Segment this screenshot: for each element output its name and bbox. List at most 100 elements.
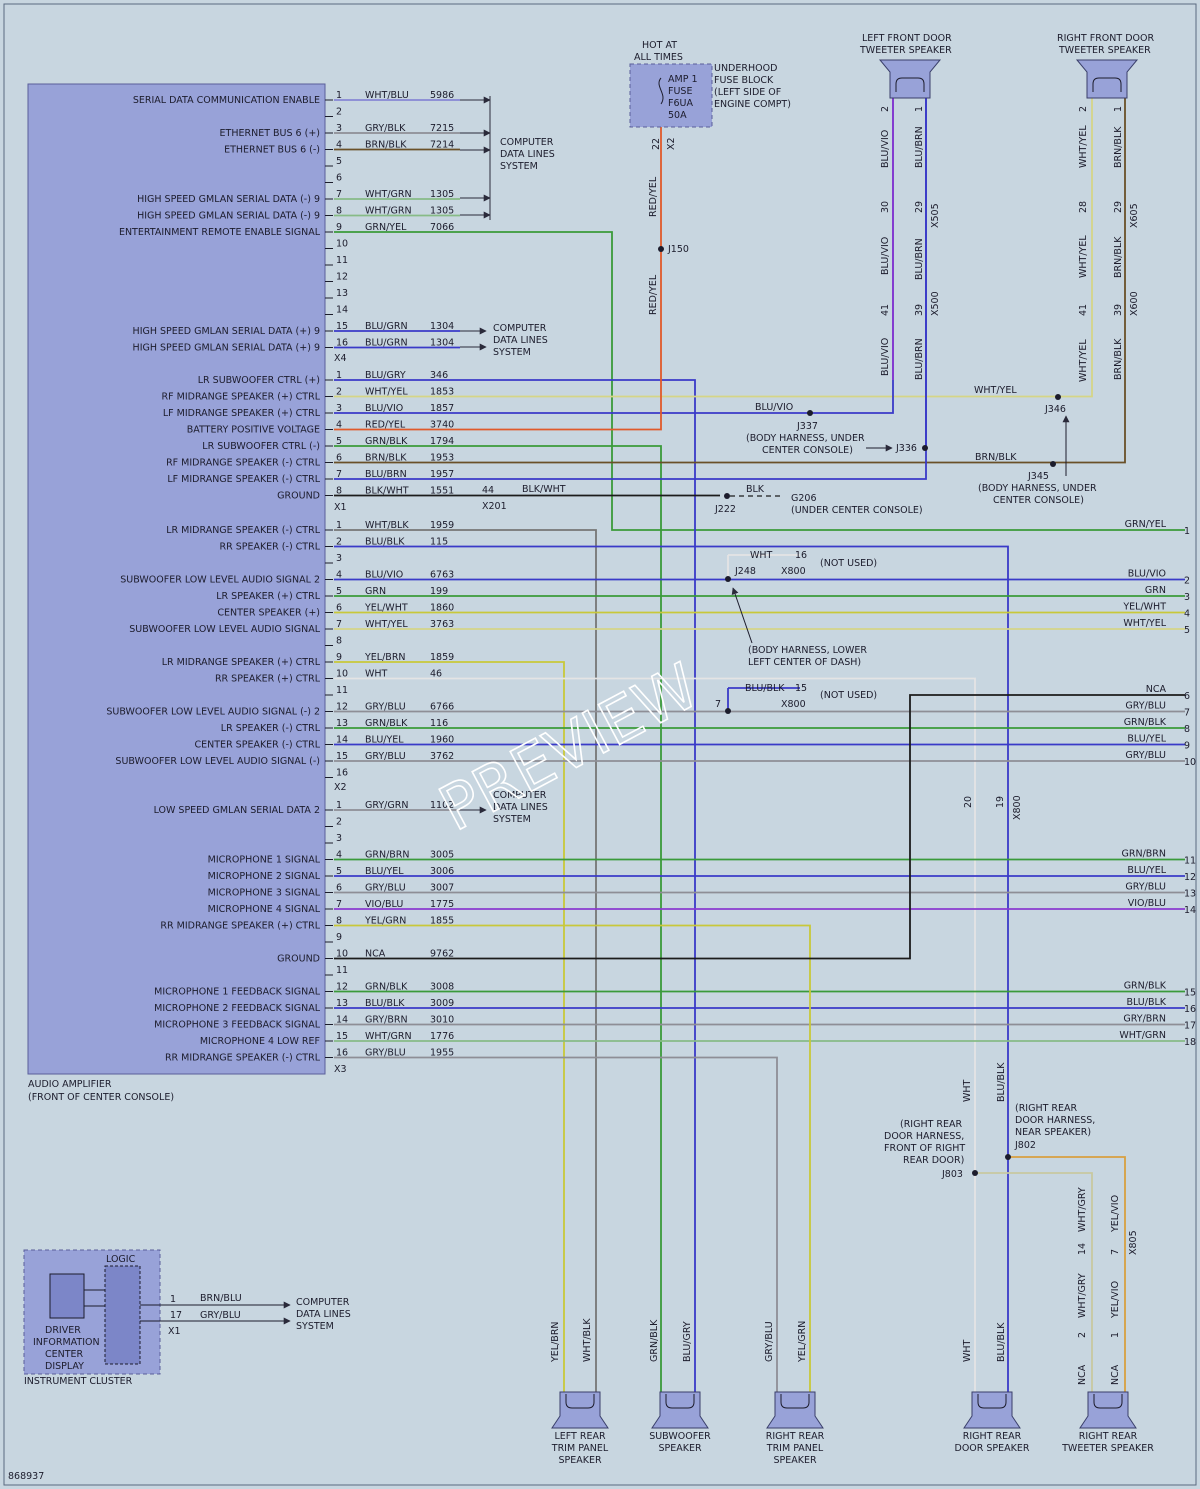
rf-tweeter-wire-b-3: BRN/BLK (1113, 338, 1124, 380)
rf-tweeter-wire-b-2: BRN/BLK (1113, 236, 1124, 278)
splice-j248-label: J248 (734, 566, 756, 577)
fuse-hot-label-2: ALL TIMES (634, 52, 683, 63)
wire-color-label: BLU/BLK (365, 998, 405, 1009)
cluster-connector: X1 (168, 1326, 181, 1337)
wire-color-label: GRY/GRN (365, 800, 408, 811)
pin-number: 16 (336, 1048, 348, 1059)
circuit-number: 1860 (430, 603, 454, 614)
wire-color-label: GRY/BLU (365, 702, 406, 713)
splice-j337-label: J337 (796, 421, 818, 432)
pin-number: 15 (336, 751, 348, 762)
data-lines-4-line2: DATA LINES (296, 1309, 351, 1320)
edge-wire-color: BLU/VIO (1128, 569, 1166, 580)
speaker-label-3: SPEAKER (773, 1455, 816, 1466)
circuit-number: 3006 (430, 866, 454, 877)
pin-label: RF MIDRANGE SPEAKER (+) CTRL (162, 392, 321, 403)
speaker-label-1: RIGHT REAR (963, 1431, 1022, 1442)
speaker-body (551, 1391, 609, 1429)
dic-display-icon (49, 1273, 85, 1319)
edge-wire-color: GRY/BRN (1123, 1014, 1166, 1025)
edge-wire-number: 14 (1184, 905, 1196, 916)
rr-tweeter-feed-b (975, 1172, 1093, 1392)
pin-number: 14 (336, 735, 348, 746)
circuit-number: 7066 (430, 222, 454, 233)
wire-color-label: WHT/YEL (365, 387, 408, 398)
speaker-label-1: RIGHT REAR (1079, 1431, 1138, 1442)
edge-wire-number: 6 (1184, 691, 1190, 702)
edge-wire-color: GRY/BLU (1125, 882, 1166, 893)
pin-label: HIGH SPEED GMLAN SERIAL DATA (+) 9 (133, 343, 320, 354)
wire-color-label: YEL/GRN (364, 916, 406, 927)
blk-wht-label: BLK/WHT (522, 484, 566, 495)
pin-label: LF MIDRANGE SPEAKER (+) CTRL (163, 408, 321, 419)
connector-x1: X1 (334, 502, 347, 513)
wire-color-label: GRN/BLK (365, 718, 408, 729)
lf-tweeter-body (878, 59, 942, 99)
data-lines-3-line2: DATA LINES (493, 802, 548, 813)
splice-x800-7 (725, 708, 731, 714)
pin-label: LR SPEAKER (-) CTRL (221, 723, 321, 734)
pin-number: 14 (336, 1015, 348, 1026)
circuit-number: 1853 (430, 387, 454, 398)
data-lines-group-2: COMPUTER DATA LINES SYSTEM (460, 323, 548, 358)
circuit-number: 116 (430, 718, 448, 729)
edge-wire-color: BLU/YEL (1127, 865, 1166, 876)
pin-label: SERIAL DATA COMMUNICATION ENABLE (133, 95, 320, 106)
pin-label: RF MIDRANGE SPEAKER (-) CTRL (166, 458, 321, 469)
pin-number: 11 (336, 685, 348, 696)
battery-positive-wire (334, 127, 662, 431)
lf-pin-30: 30 (880, 201, 891, 213)
circuit-number: 5986 (430, 90, 454, 101)
fuse-wire-color-2: RED/YEL (648, 274, 659, 315)
lf-tweeter-wire-b: BLU/BRN (914, 126, 925, 168)
wire-color-label: BLK/WHT (365, 486, 409, 497)
circuit-number: 1957 (430, 469, 454, 480)
pin-label: MICROPHONE 2 FEEDBACK SIGNAL (154, 1003, 321, 1014)
edge-wire-number: 18 (1184, 1037, 1196, 1048)
data-lines-2-line3: SYSTEM (493, 347, 531, 358)
wire-color-label: WHT/YEL (365, 619, 408, 630)
circuit-number: 1305 (430, 206, 454, 217)
wht-not-used-label: WHT (750, 550, 773, 561)
edge-wire-number: 5 (1184, 625, 1190, 636)
rf-tweeter-label-2: TWEETER SPEAKER (1058, 45, 1151, 56)
speaker-label-3: SPEAKER (558, 1455, 601, 1466)
not-used-1: (NOT USED) (820, 558, 877, 569)
ground-nca-wire (334, 694, 1185, 960)
lf-pin-39: 39 (914, 304, 925, 316)
splice-j346 (1055, 394, 1061, 400)
pin-number: 10 (336, 669, 348, 680)
splice-j345 (1050, 461, 1056, 467)
cluster-label: INSTRUMENT CLUSTER (24, 1376, 133, 1387)
connector-x2: X2 (334, 782, 347, 793)
edge-wire-color: GRY/BLU (1125, 701, 1166, 712)
data-lines-4-line3: SYSTEM (296, 1321, 334, 1332)
splice-j345-desc1: (BODY HARNESS, UNDER (978, 483, 1097, 494)
wht-yel-label: WHT/YEL (974, 385, 1017, 396)
circuit-number: 1304 (430, 338, 454, 349)
data-lines-group-1: COMPUTER DATA LINES SYSTEM (460, 96, 555, 220)
edge-wire-number: 7 (1184, 708, 1190, 719)
cluster-pin-1: 1 (170, 1294, 176, 1305)
pin-label: SUBWOOFER LOW LEVEL AUDIO SIGNAL (-) 2 (106, 707, 320, 718)
edge-wire-color: BLU/BLK (1126, 997, 1166, 1008)
left-front-tweeter-speaker: LEFT FRONT DOOR TWEETER SPEAKER 2 1 BLU/… (859, 33, 952, 380)
document-id: 868937 (8, 1471, 44, 1482)
speaker-label-2: DOOR SPEAKER (955, 1443, 1030, 1454)
pin-label: GROUND (277, 491, 320, 502)
speaker-coil (780, 1394, 810, 1409)
rf-tweeter-wire-a-3: WHT/YEL (1078, 339, 1089, 382)
x800-pin-7: 7 (715, 699, 721, 710)
pin-number: 8 (336, 206, 342, 217)
speaker-wire-color: GRY/BLU (764, 1321, 775, 1362)
rf-pin-28: 28 (1078, 201, 1089, 213)
rf-pin-39: 39 (1113, 304, 1124, 316)
wire-color-label: BLU/VIO (365, 403, 403, 414)
circuit-number: 1102 (430, 800, 454, 811)
edge-wire-number: 10 (1184, 757, 1196, 768)
pin-label: SUBWOOFER LOW LEVEL AUDIO SIGNAL 2 (120, 575, 320, 586)
lf-tweeter-pin-2: 2 (880, 106, 891, 112)
pin-number: 3 (336, 553, 342, 564)
